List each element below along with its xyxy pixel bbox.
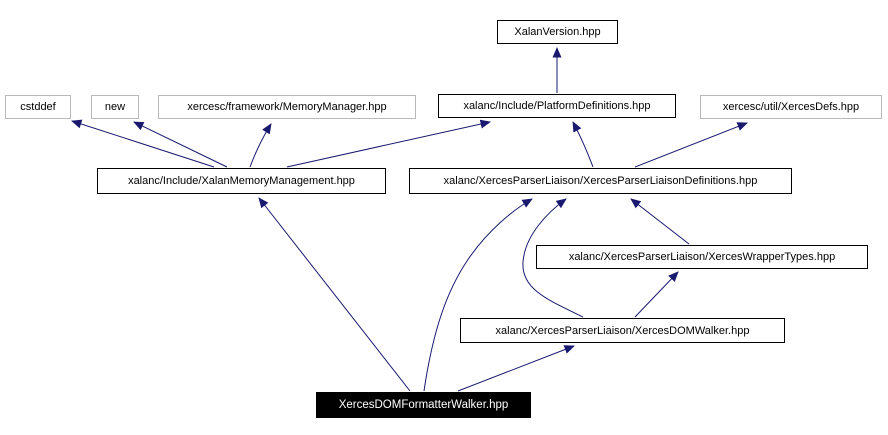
node-xalanversion-hpp[interactable]: XalanVersion.hpp: [497, 20, 618, 44]
edge-xalanmemorymanagement-to-platformdefinitions: [286, 119, 491, 168]
node-memorymanager-hpp: xercesc/framework/MemoryManager.hpp: [158, 95, 416, 119]
node-xerceswrappertypes-hpp[interactable]: xalanc/XercesParserLiaison/XercesWrapper…: [536, 245, 868, 269]
node-platformdefinitions-hpp[interactable]: xalanc/Include/PlatformDefinitions.hpp: [438, 94, 676, 118]
node-xalanmemorymanagement-hpp[interactable]: xalanc/Include/XalanMemoryManagement.hpp: [97, 168, 386, 194]
node-xercesparserliaisondefinitions-hpp[interactable]: xalanc/XercesParserLiaison/XercesParserL…: [409, 168, 792, 194]
edge-xercesdomformatterwalker-to-xercesparserliaisondefinitions: [423, 198, 533, 392]
edge-xercesdomwalker-to-xerceswrappertypes: [634, 271, 679, 318]
edge-xercesparserliaisondefinitions-to-xercesdefs: [634, 122, 748, 168]
node-xercesdomformatterwalker-hpp: XercesDOMFormatterWalker.hpp: [316, 392, 531, 418]
edge-xercesparserliaisondefinitions-to-platformdefinitions: [572, 121, 594, 168]
node-xercesdomwalker-hpp[interactable]: xalanc/XercesParserLiaison/XercesDOMWalk…: [460, 318, 785, 343]
edge-xercesdomformatterwalker-to-xercesdomwalker: [457, 345, 575, 392]
node-new: new: [91, 95, 139, 119]
edge-xercesdomwalker-to-xercesparserliaisondefinitions: [522, 198, 584, 318]
edge-xalanmemorymanagement-to-memorymanager: [249, 123, 272, 168]
edge-xalanmemorymanagement-to-cstddef: [71, 119, 215, 168]
edge-xalanmemorymanagement-to-new: [133, 121, 228, 168]
node-cstddef: cstddef: [5, 95, 71, 119]
edge-xerceswrappertypes-to-xercesparserliaisondefinitions: [630, 198, 690, 245]
node-xercesdefs-hpp: xercesc/util/XercesDefs.hpp: [700, 95, 882, 119]
edge-xercesdomformatterwalker-to-xalanmemorymanagement: [258, 197, 411, 392]
